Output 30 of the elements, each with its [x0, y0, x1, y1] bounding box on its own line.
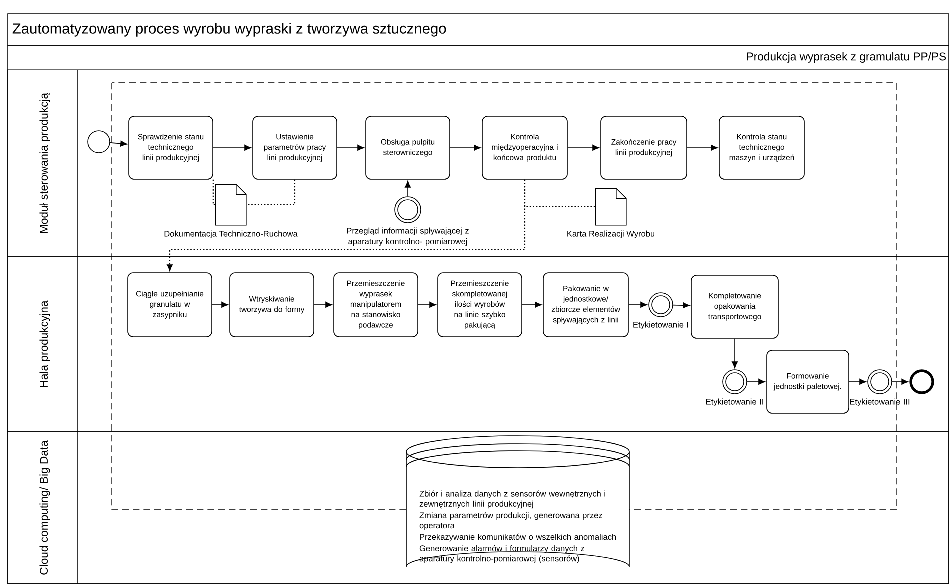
- arrow: [213, 145, 252, 151]
- arrow: [522, 302, 542, 308]
- document-label: Karta Realizacji Wyrobu: [568, 230, 654, 238]
- arrow: [167, 180, 526, 272]
- event-label: Przegląd informacji spływającej z aparatury kontrolno- pomiarowej: [347, 228, 469, 246]
- arrow: [314, 302, 333, 308]
- association-line: [212, 180, 216, 206]
- arrow: [418, 302, 437, 308]
- arrow: [405, 180, 411, 197]
- start-event-circle: [88, 130, 110, 154]
- arrow: [110, 140, 128, 147]
- arrow: [849, 379, 866, 385]
- arrow: [337, 145, 365, 151]
- arrow: [747, 379, 766, 385]
- arrow: [687, 145, 718, 151]
- arrow: [568, 145, 600, 151]
- end-event-circle: [910, 370, 934, 394]
- arrow: [892, 379, 909, 385]
- arrow: [450, 145, 482, 151]
- event-label: Etykietowanie I: [634, 322, 688, 330]
- arrow: [628, 302, 648, 308]
- arrow: [673, 302, 690, 309]
- association-line: [246, 180, 296, 206]
- event-label: Etykietowanie III: [850, 398, 910, 406]
- database-cylinder: Zbiór i analiza danych z sensorów wewnętrznych i zewnętrznych linii produkcyjnej Zmiana parametrów produkcji, generowana przez operatora Przekazywanie komunikatów o wszelkich anomaliach Generowanie alarmów i formularzy danych z aparatury kontrolno-pomiarowej (sensorów): [406, 436, 630, 568]
- document-label: Dokumentacja Techniczno-Ruchowa: [164, 230, 298, 238]
- arrow: [732, 338, 738, 368]
- arrow: [212, 302, 229, 308]
- event-label: Etykietowanie II: [706, 398, 764, 406]
- title: Zautomatyzowany proces wyrobu wypraski z tworzywa sztucznego: [12, 23, 446, 37]
